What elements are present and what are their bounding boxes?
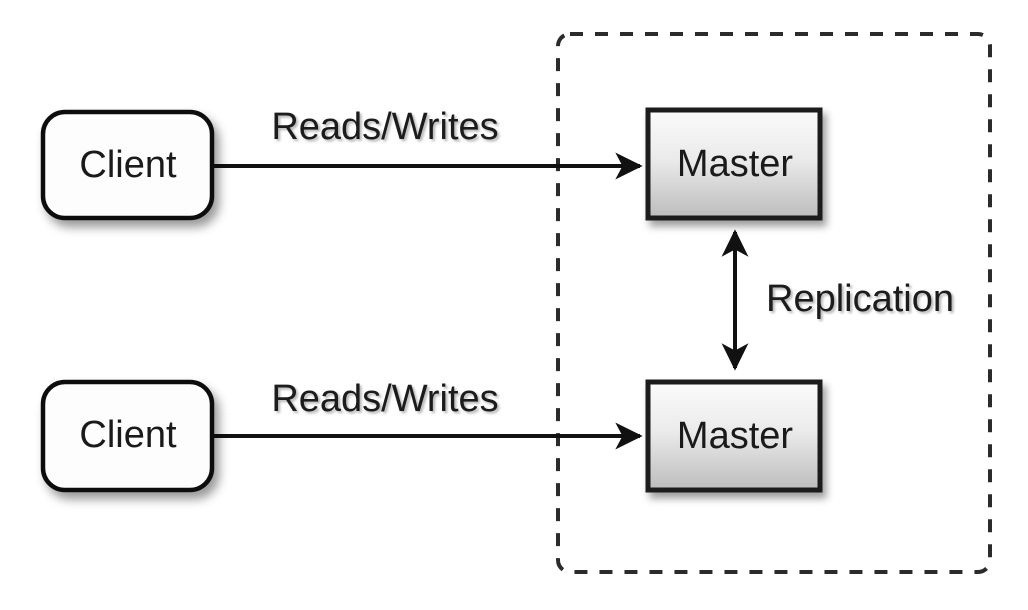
node-master-top[interactable] [645,107,823,221]
replication-cluster-boundary [556,32,992,574]
master-bottom-box[interactable] [645,379,823,493]
cluster-dashed-border [556,32,992,574]
edge-replication: Replication [721,229,954,371]
client-top-label: Client [79,144,177,186]
edge-label-reads-writes-bottom: Reads/Writes [271,378,498,420]
client-bottom-box[interactable] [40,379,215,493]
edge-label-replication: Replication [766,278,954,320]
master-bottom-label: Master [677,415,793,457]
edge-reads-writes-bottom: Reads/Writes [212,378,643,450]
master-top-box[interactable] [645,107,823,221]
edge-label-reads-writes-top: Reads/Writes [271,106,498,148]
client-bottom-label: Client [79,414,177,456]
node-master-bottom[interactable] [645,379,823,493]
node-client-bottom[interactable] [40,379,215,493]
node-client-top[interactable] [40,109,215,221]
master-top-label: Master [677,143,793,185]
client-top-box[interactable] [40,109,215,221]
edge-reads-writes-top: Reads/Writes [212,106,643,180]
